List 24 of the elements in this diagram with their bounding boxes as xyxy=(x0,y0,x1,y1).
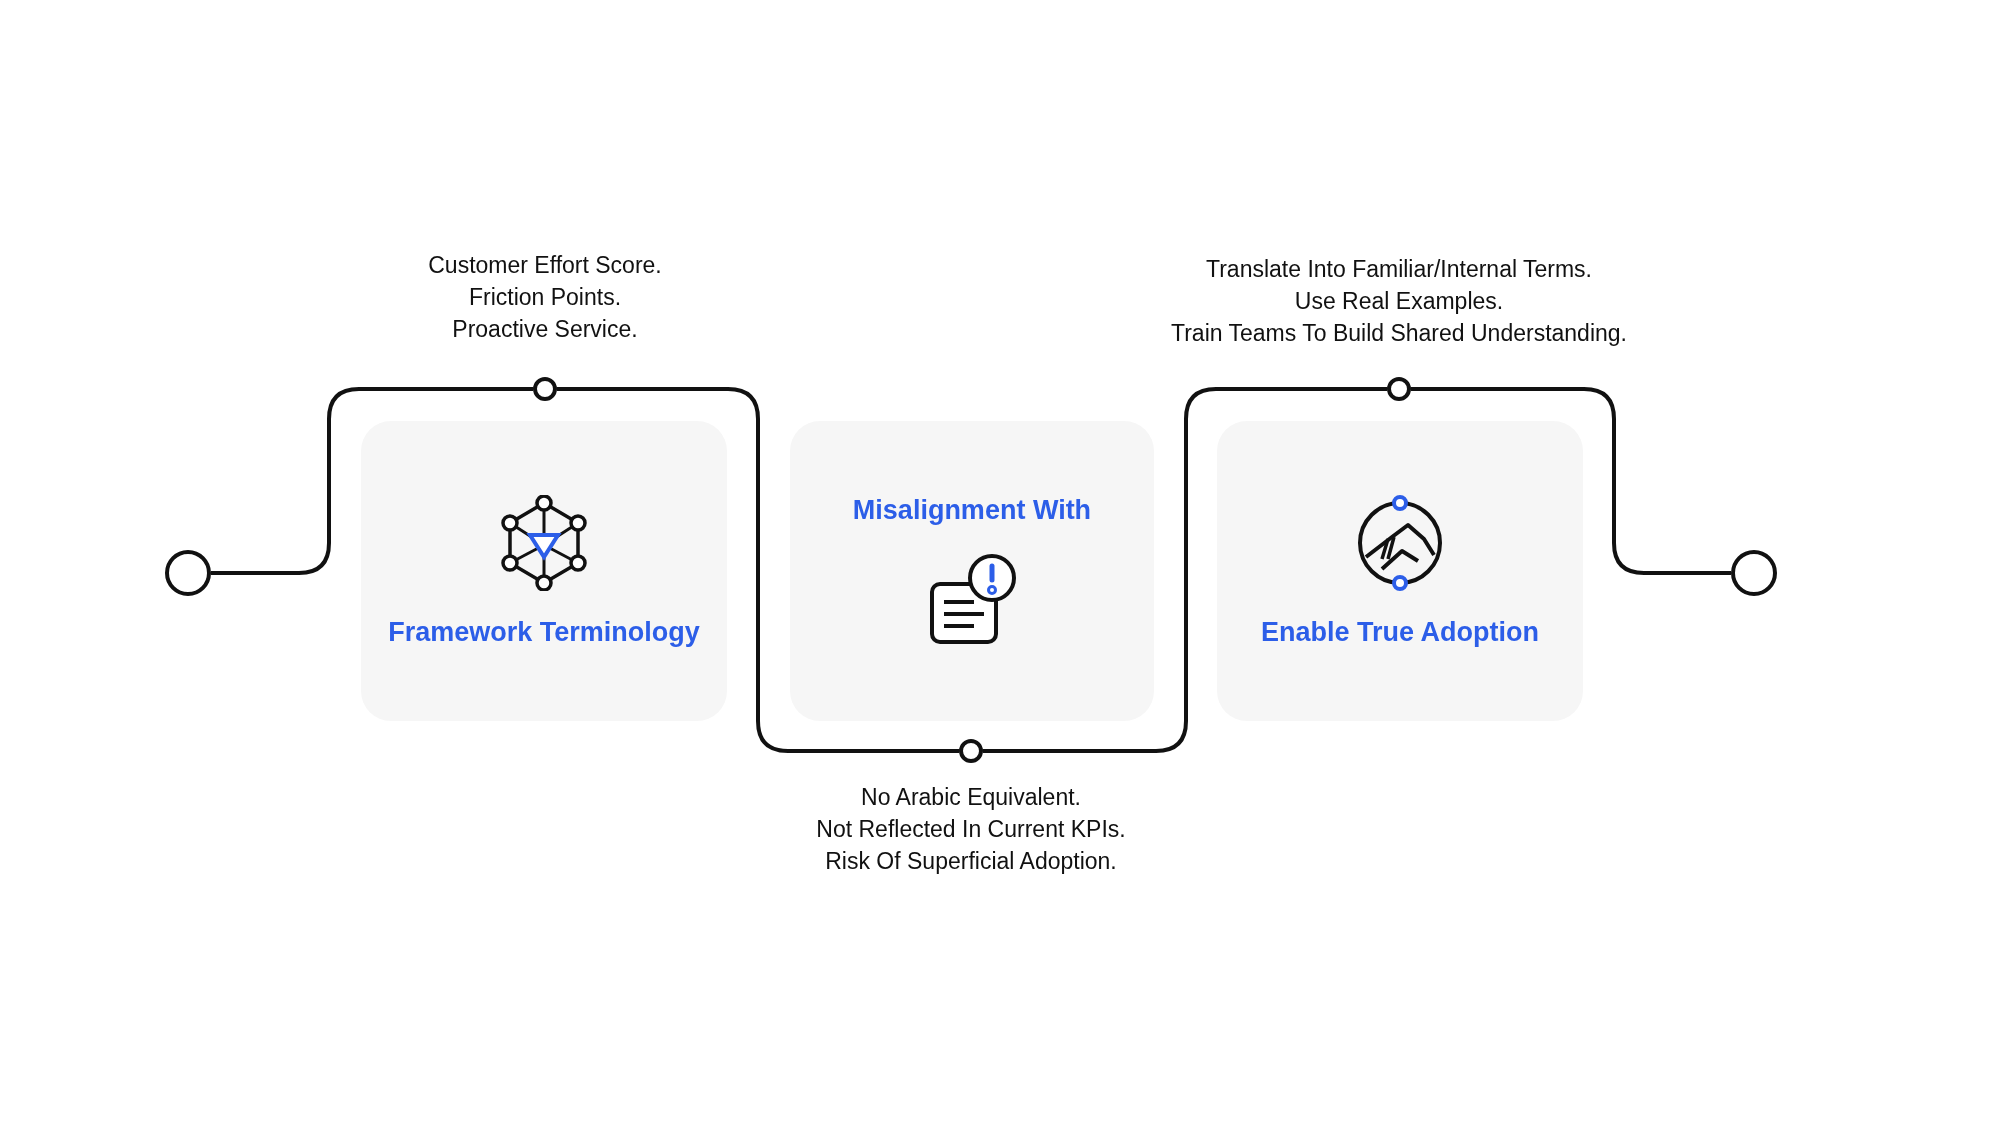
card-background xyxy=(361,421,727,721)
note-text: Customer Effort Score. xyxy=(428,252,662,278)
card-background xyxy=(1217,421,1583,721)
circle-marker xyxy=(1731,550,1777,596)
note-text: Use Real Examples. xyxy=(1294,288,1504,314)
note-text: Not Reflected In Current KPIs. xyxy=(816,816,1126,842)
card-background xyxy=(790,421,1154,721)
note-text: Translate Into Familiar/Internal Terms. xyxy=(1206,256,1592,282)
note-text: No Arabic Equivalent. xyxy=(861,784,1081,810)
note-text: Friction Points. xyxy=(468,284,622,310)
card-title: Misalignment With xyxy=(852,494,1092,526)
connector-line xyxy=(1411,387,1731,575)
note-text: Train Teams To Build Shared Understanding. xyxy=(1171,320,1627,346)
circle-marker xyxy=(165,550,211,596)
connector-line xyxy=(983,387,1387,753)
dot-marker xyxy=(1387,377,1411,401)
dot-marker xyxy=(533,377,557,401)
connector-line xyxy=(557,387,959,753)
card-title: Framework Terminology xyxy=(388,616,700,648)
note-text: Proactive Service. xyxy=(452,316,638,342)
card-title: Enable True Adoption xyxy=(1261,616,1539,648)
dot-marker xyxy=(959,739,983,763)
connector-line xyxy=(211,387,533,575)
note-text: Risk Of Superficial Adoption. xyxy=(825,848,1117,874)
